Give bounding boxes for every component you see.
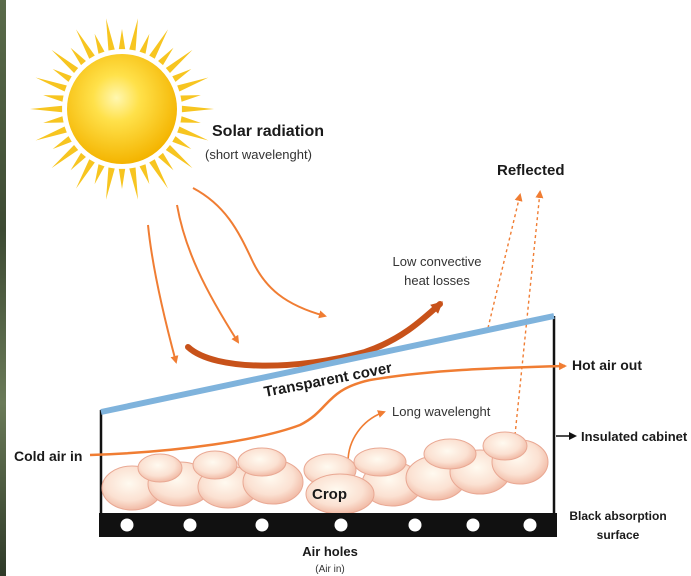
sun-ray: [43, 116, 64, 123]
air-hole-icon: [466, 518, 480, 532]
sun-core: [67, 54, 177, 164]
sun-ray: [118, 168, 126, 189]
reflected-arrows: [487, 190, 544, 436]
air-hole-icon: [255, 518, 269, 532]
label-long-wavelength: Long wavelenght: [392, 404, 491, 419]
label-low-convective-1: Low convective: [393, 254, 482, 269]
sun-ray: [76, 29, 95, 59]
air-hole-icon: [408, 518, 422, 532]
label-solar-radiation: Solar radiation: [212, 123, 324, 140]
radiation-arrow-1: [147, 224, 179, 364]
sun-ray: [43, 95, 64, 102]
crop-layer: [101, 431, 549, 515]
sun-ray: [139, 164, 150, 185]
air-flow-line: [89, 362, 567, 457]
background-photo-strip: [0, 0, 6, 576]
label-cold-air-in: Cold air in: [14, 448, 82, 464]
sun-ray: [180, 116, 201, 123]
black-absorption-surface: [99, 513, 557, 537]
sun-ray: [149, 159, 168, 189]
sun-ray: [172, 69, 192, 82]
sun-ray: [118, 29, 126, 50]
insulated-cabinet: [99, 316, 556, 517]
crop-slice-icon: [353, 447, 407, 477]
sun-ray: [51, 145, 79, 169]
air-hole-icon: [334, 518, 348, 532]
sun-icon: [30, 18, 214, 200]
label-crop: Crop: [312, 486, 347, 503]
sun-ray: [158, 152, 174, 171]
label-black-absorption-1: Black absorption: [569, 509, 666, 523]
sun-ray: [129, 167, 138, 200]
sun-ray: [165, 49, 193, 73]
heat-loss-arrow: [185, 301, 443, 369]
sun-ray: [106, 167, 115, 200]
sun-ray: [94, 164, 105, 185]
air-hole-icon: [183, 518, 197, 532]
sun-ray: [106, 18, 115, 51]
sun-ray: [94, 33, 105, 54]
sun-ray: [76, 159, 95, 189]
sun-ray: [165, 145, 193, 169]
label-low-convective-2: heat losses: [404, 273, 470, 288]
label-insulated-cabinet: Insulated cabinet: [581, 429, 688, 444]
crop-slice-icon: [137, 453, 183, 483]
reflected-arrow-1: [487, 193, 523, 329]
label-black-absorption-2: surface: [597, 528, 640, 542]
crop-slice-icon: [423, 438, 477, 470]
label-reflected: Reflected: [497, 162, 565, 179]
label-short-wavelength: (short wavelenght): [205, 147, 312, 162]
sun-ray: [149, 29, 168, 59]
sun-ray: [70, 152, 86, 171]
sun-ray: [139, 33, 150, 54]
crop-slice-icon: [237, 447, 287, 477]
label-air-in: (Air in): [315, 564, 344, 575]
air-hole-icon: [523, 518, 537, 532]
sun-ray: [35, 126, 67, 141]
long-wavelength-arrow: [347, 410, 386, 463]
sun-ray: [180, 95, 201, 102]
sun-ray: [172, 136, 192, 149]
reflected-arrow-2: [514, 190, 544, 436]
air-holes: [120, 518, 537, 532]
sun-ray: [52, 69, 72, 82]
sun-ray: [30, 105, 63, 113]
sun-ray: [51, 49, 79, 73]
label-hot-air-out: Hot air out: [572, 357, 642, 373]
sun-rays: [30, 18, 214, 200]
sun-ray: [35, 77, 67, 92]
sun-ray: [177, 77, 209, 92]
crop-slice-icon: [482, 431, 528, 461]
sun-ray: [177, 126, 209, 141]
sun-ray: [158, 47, 174, 66]
label-air-holes: Air holes: [302, 544, 358, 559]
sun-ray: [181, 105, 214, 113]
radiation-arrow-3: [192, 187, 327, 319]
solar-radiation-arrows: [147, 187, 327, 364]
radiation-arrow-2: [176, 204, 240, 344]
sun-ray: [129, 18, 138, 51]
crop-slice-icon: [192, 450, 238, 480]
sun-ray: [70, 47, 86, 66]
transparent-cover: [100, 313, 555, 415]
sun-ray: [52, 136, 72, 149]
air-hole-icon: [120, 518, 134, 532]
